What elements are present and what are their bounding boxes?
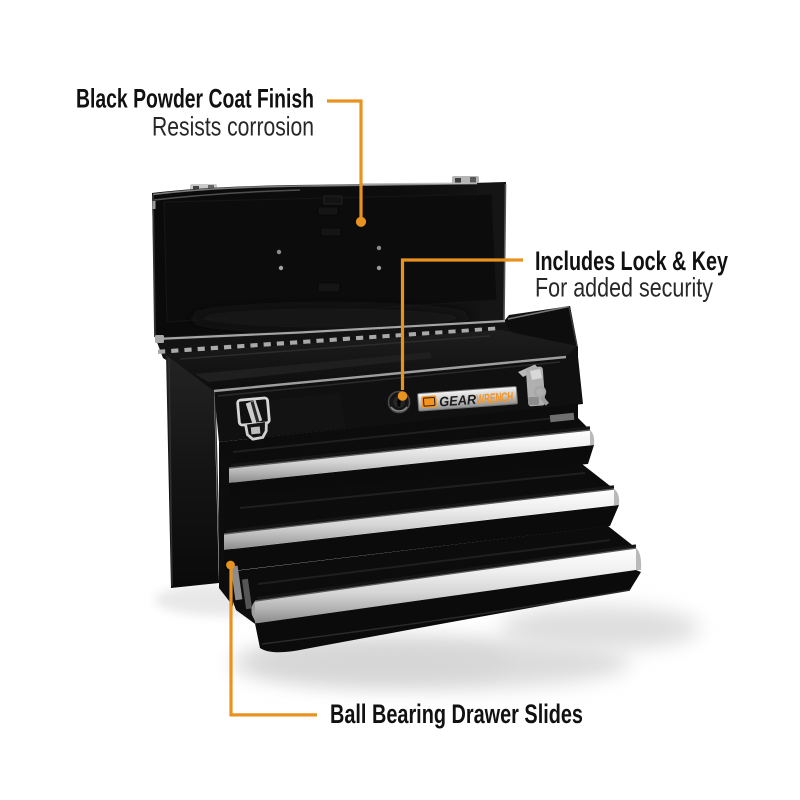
svg-text:Ball Bearing Drawer Slides: Ball Bearing Drawer Slides — [330, 699, 583, 729]
svg-text:GEAR: GEAR — [439, 392, 477, 410]
svg-text:WRENCH: WRENCH — [476, 389, 514, 407]
svg-text:Resists corrosion: Resists corrosion — [152, 112, 314, 142]
svg-text:Includes Lock & Key: Includes Lock & Key — [535, 246, 728, 276]
svg-text:Black Powder Coat Finish: Black Powder Coat Finish — [76, 84, 314, 114]
svg-text:For added security: For added security — [535, 273, 713, 303]
